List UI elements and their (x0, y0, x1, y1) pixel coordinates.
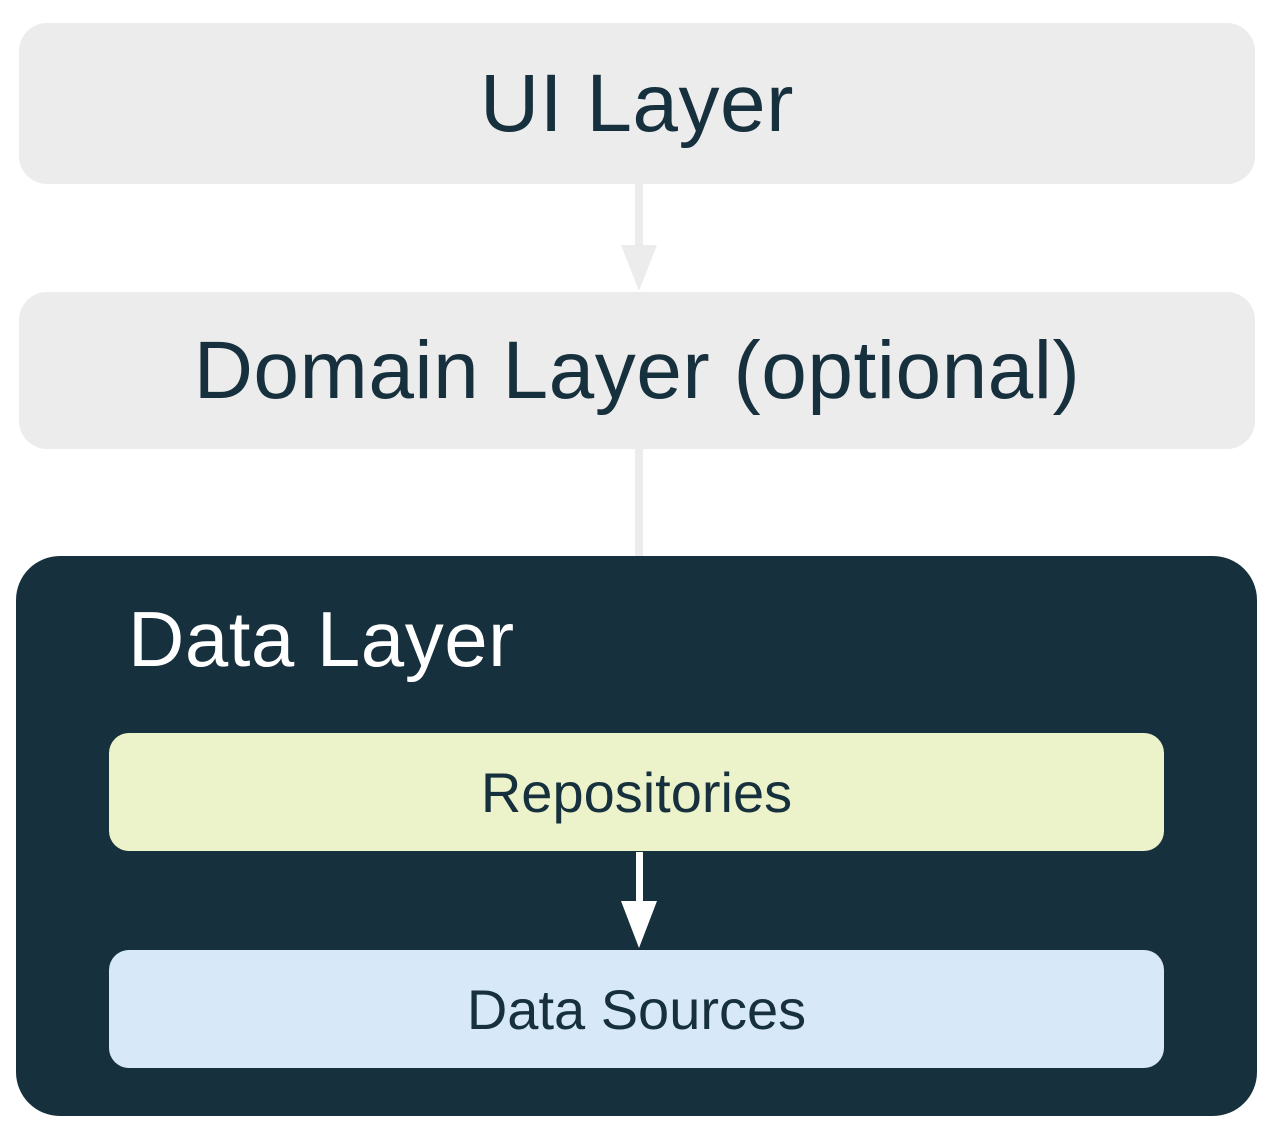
domain-layer-node: Domain Layer (optional) (19, 292, 1255, 449)
arrow-shaft (635, 184, 643, 246)
data-layer-container: Data Layer Repositories Data Sources (16, 556, 1257, 1116)
arrow-head-down-icon (621, 901, 657, 948)
data-sources-node: Data Sources (109, 950, 1164, 1068)
domain-layer-label: Domain Layer (optional) (193, 324, 1081, 416)
ui-layer-node: UI Layer (19, 23, 1255, 184)
arrow-shaft (636, 852, 643, 902)
repositories-node: Repositories (109, 733, 1164, 851)
arrow-head-down-icon (621, 245, 657, 291)
data-layer-label: Data Layer (128, 595, 515, 683)
arrow-shaft (635, 449, 643, 557)
ui-layer-label: UI Layer (480, 57, 794, 149)
data-sources-label: Data Sources (466, 977, 807, 1041)
repositories-label: Repositories (480, 760, 793, 824)
